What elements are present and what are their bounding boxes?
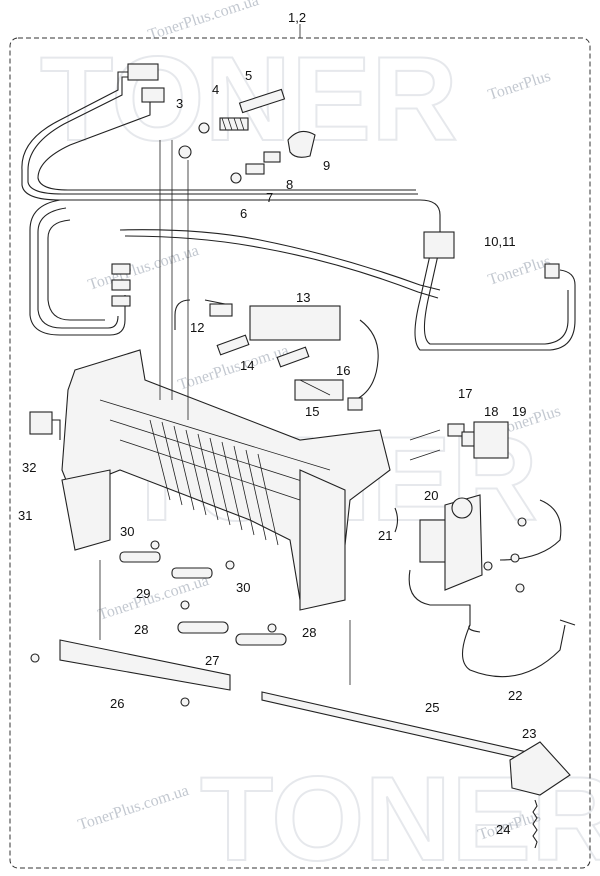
screw <box>180 697 190 707</box>
washer <box>178 145 192 159</box>
bushing-28 <box>267 623 277 633</box>
screw <box>510 553 520 563</box>
callout-17: 17 <box>458 386 472 401</box>
callout-27: 27 <box>205 653 219 668</box>
guide-ribs <box>149 419 279 546</box>
sensor-15 <box>294 379 344 401</box>
callout-23: 23 <box>522 726 536 741</box>
roller-29a <box>119 551 161 563</box>
lever-9 <box>287 130 316 158</box>
screw-3 <box>198 122 210 134</box>
callout-26: 26 <box>110 696 124 711</box>
sensor-bracket-13 <box>249 305 341 341</box>
connector-plug <box>347 397 363 411</box>
callout-3: 3 <box>176 96 183 111</box>
bushing-30 <box>225 560 235 570</box>
callout-14: 14 <box>240 358 254 373</box>
bottom-parts <box>30 619 576 849</box>
spring-24 <box>532 799 538 849</box>
callout-16: 16 <box>336 363 350 378</box>
spring-14b <box>276 346 310 368</box>
watermark-url: TonerPlus.com.ua <box>86 242 201 294</box>
callout-19: 19 <box>512 404 526 419</box>
callout-20: 20 <box>424 488 438 503</box>
watermark-url: TonerPlus.com.ua <box>96 572 211 624</box>
bracket-31 <box>61 469 111 551</box>
callout-29: 29 <box>136 586 150 601</box>
connector-plug <box>127 63 159 81</box>
screw <box>517 517 527 527</box>
callout-28-left: 28 <box>134 622 148 637</box>
callout-28-right: 28 <box>302 625 316 640</box>
guide-plate-26 <box>59 639 231 691</box>
callout-labels: 1,2 3 4 5 6 7 8 9 10,11 12 13 14 15 16 1… <box>18 10 536 837</box>
watermark-brand: TONER <box>40 32 458 166</box>
callout-22: 22 <box>508 688 522 703</box>
cable-22 <box>468 619 576 633</box>
watermark-short: TonerPlus <box>486 68 553 104</box>
connector-10-11 <box>423 231 455 259</box>
screw <box>483 561 493 571</box>
roller-27a <box>177 621 229 634</box>
callout-9: 9 <box>323 158 330 173</box>
connector-plug <box>544 263 560 279</box>
connector-plug <box>111 295 131 307</box>
main-frame <box>29 349 391 611</box>
side-plate <box>299 469 346 611</box>
sensor-19 <box>473 421 509 459</box>
screw <box>30 653 40 663</box>
motor-assembly <box>394 494 527 593</box>
hardware-group <box>178 88 509 459</box>
callout-18: 18 <box>484 404 498 419</box>
callout-30-right: 30 <box>236 580 250 595</box>
callout-4: 4 <box>212 82 219 97</box>
callout-30-left: 30 <box>120 524 134 539</box>
callout-1-2: 1,2 <box>288 10 306 25</box>
callout-24: 24 <box>496 822 510 837</box>
motor-bracket <box>444 494 483 591</box>
callout-32: 32 <box>22 460 36 475</box>
spring-7 <box>245 163 265 175</box>
spring-21 <box>394 507 399 533</box>
gear <box>451 497 473 519</box>
connector-plug <box>111 263 131 275</box>
spring-14a <box>216 334 250 356</box>
roller-group <box>119 540 287 646</box>
screw-17 <box>447 423 465 437</box>
connector-plug <box>111 279 131 291</box>
callout-8: 8 <box>286 177 293 192</box>
callout-12: 12 <box>190 320 204 335</box>
callout-15: 15 <box>305 404 319 419</box>
pickup-assembly-23 <box>509 741 571 796</box>
watermark-url: TonerPlus.com.ua <box>76 782 191 834</box>
callout-31: 31 <box>18 508 32 523</box>
watermark-short: TonerPlus <box>486 253 553 289</box>
bushing-8 <box>263 151 281 163</box>
screw <box>515 583 525 593</box>
leader-lines <box>99 140 441 685</box>
roller-27b <box>235 633 287 646</box>
bushing-28 <box>180 600 190 610</box>
callout-25: 25 <box>425 700 439 715</box>
callout-10-11: 10,11 <box>484 234 516 249</box>
connector-plug <box>141 87 165 103</box>
connector-plug <box>209 303 233 317</box>
sensor-32 <box>29 411 53 435</box>
roller-29b <box>171 567 213 579</box>
wire-harness <box>21 71 576 678</box>
callout-5: 5 <box>245 68 252 83</box>
callout-7: 7 <box>266 190 273 205</box>
connector-group <box>111 63 560 411</box>
callout-21: 21 <box>378 528 392 543</box>
pin-5 <box>238 88 286 114</box>
bushing-30 <box>150 540 160 550</box>
callout-13: 13 <box>296 290 310 305</box>
screw-6 <box>230 172 242 184</box>
callout-6: 6 <box>240 206 247 221</box>
